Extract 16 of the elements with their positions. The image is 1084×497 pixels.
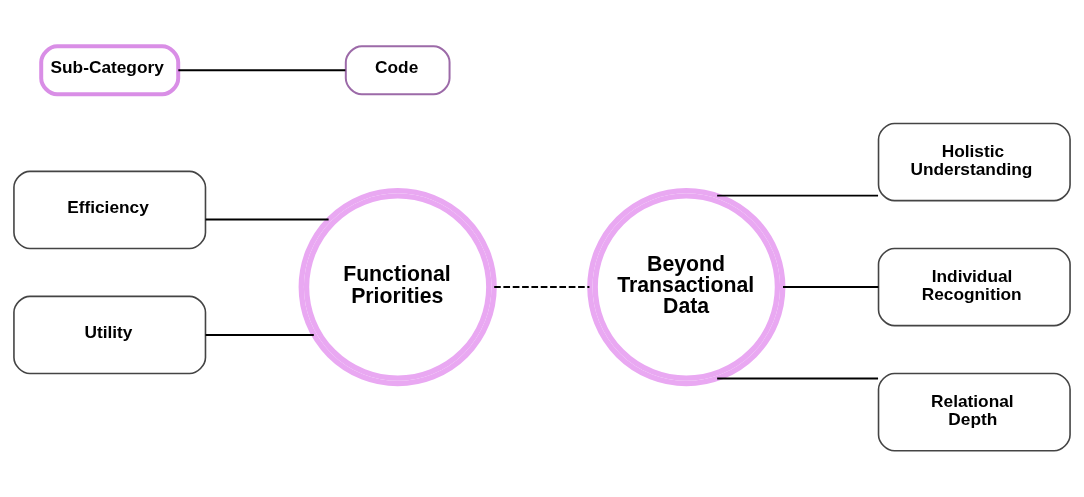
- node-box: Relational Depth: [877, 372, 1071, 452]
- connector: [493, 286, 591, 289]
- connector: [716, 377, 880, 380]
- node-box: Code: [344, 45, 451, 96]
- connector: [204, 333, 315, 336]
- node-box: Holistic Understanding: [877, 122, 1071, 202]
- connector: [782, 286, 880, 289]
- connector: [204, 218, 330, 221]
- node-circle: Functional Priorities: [298, 188, 497, 387]
- node-box: Utility: [13, 295, 207, 375]
- connector: [716, 194, 880, 197]
- node-box: Individual Recognition: [877, 247, 1071, 327]
- node-box: Sub-Category: [39, 44, 181, 97]
- node-box: Efficiency: [13, 170, 207, 250]
- connector: [177, 69, 347, 72]
- node-circle: Beyond Transactional Data: [587, 188, 786, 387]
